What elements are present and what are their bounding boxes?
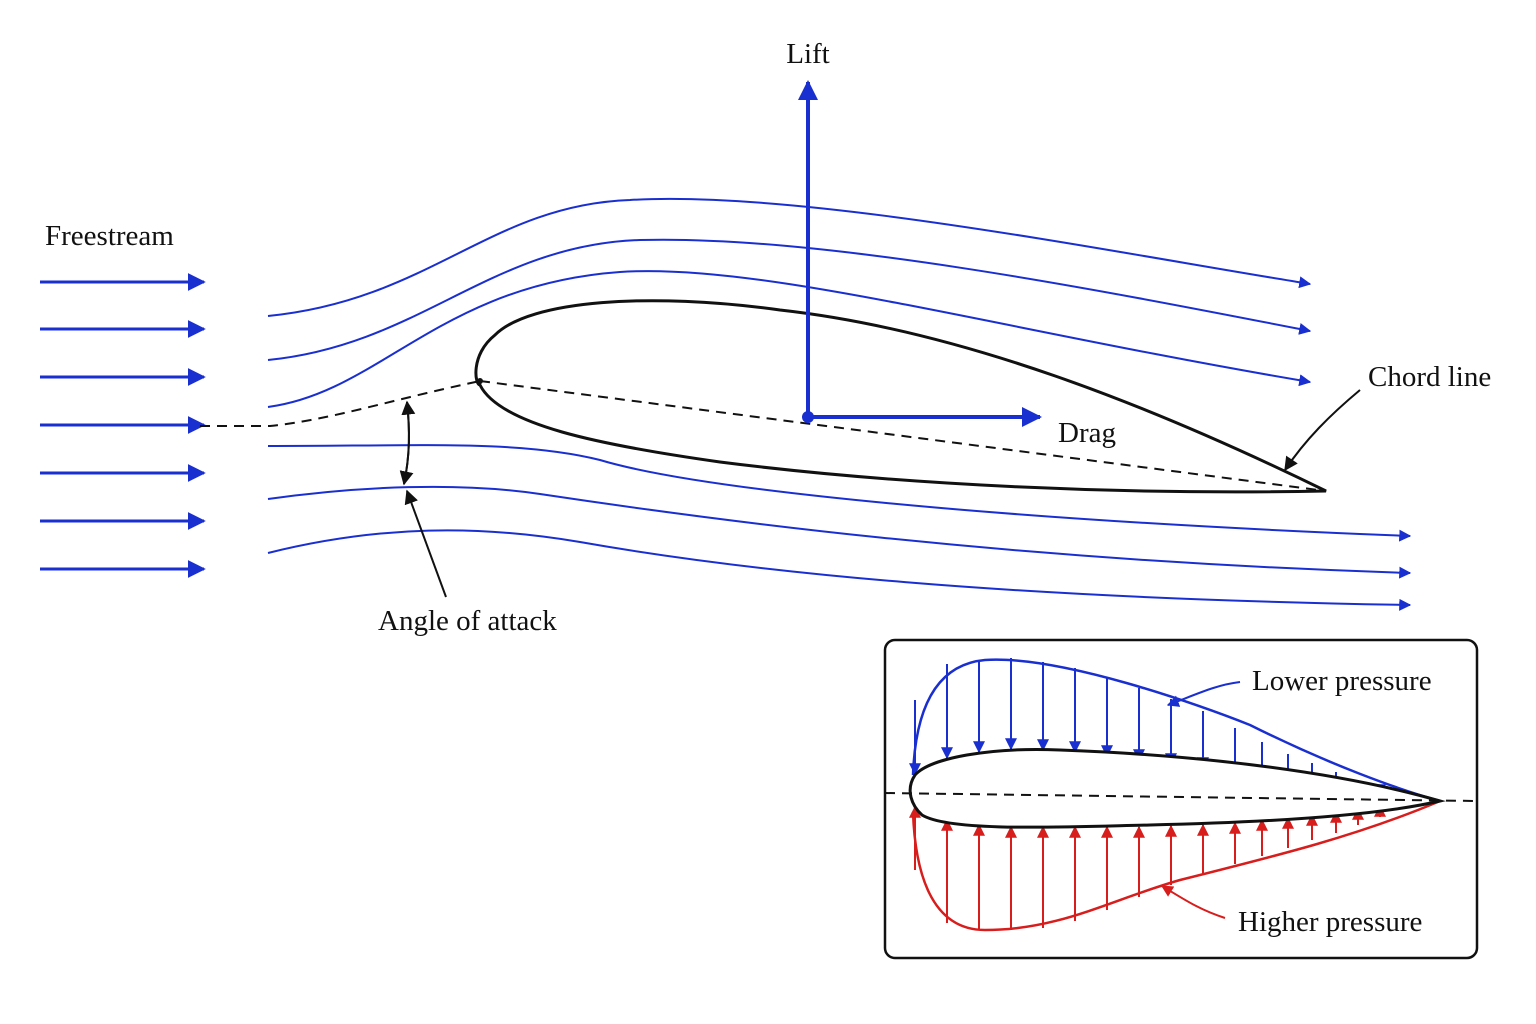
angle-of-attack-indicator — [399, 400, 447, 598]
streamline-lower-3 — [267, 529, 1412, 611]
angle-of-attack-label: Angle of attack — [378, 605, 557, 637]
lower-pressure-pointer — [1166, 681, 1241, 707]
streamline-upper-3 — [267, 270, 1312, 408]
streamlines — [267, 197, 1412, 611]
higher-pressure-pointer — [1160, 885, 1226, 919]
chord-line — [200, 380, 1327, 492]
lift-label: Lift — [786, 38, 830, 70]
freestream-arrows — [40, 273, 206, 578]
lower-pressure-label: Lower pressure — [1252, 665, 1432, 697]
airfoil-outline — [474, 299, 1327, 494]
chord-line-pointer — [1284, 389, 1361, 472]
inset-chord-line — [884, 792, 1478, 802]
high-pressure-arrows — [909, 804, 1386, 930]
center-of-pressure-point — [802, 411, 814, 423]
higher-pressure-label: Higher pressure — [1238, 906, 1422, 938]
low-pressure-envelope — [911, 658, 1441, 803]
chord-line-label: Chord line — [1368, 361, 1491, 393]
streamline-lower-2 — [267, 485, 1412, 579]
streamline-upper-1 — [267, 197, 1312, 317]
streamline-upper-2 — [267, 238, 1312, 361]
inset-airfoil-outline — [908, 748, 1446, 829]
drag-label: Drag — [1058, 417, 1116, 449]
streamline-lower-1 — [267, 444, 1412, 542]
high-pressure-envelope — [911, 799, 1441, 932]
leading-edge-point — [477, 378, 483, 384]
pressure-distribution-inset: Lower pressure Higher pressure — [883, 638, 1479, 960]
freestream-label: Freestream — [45, 220, 174, 252]
